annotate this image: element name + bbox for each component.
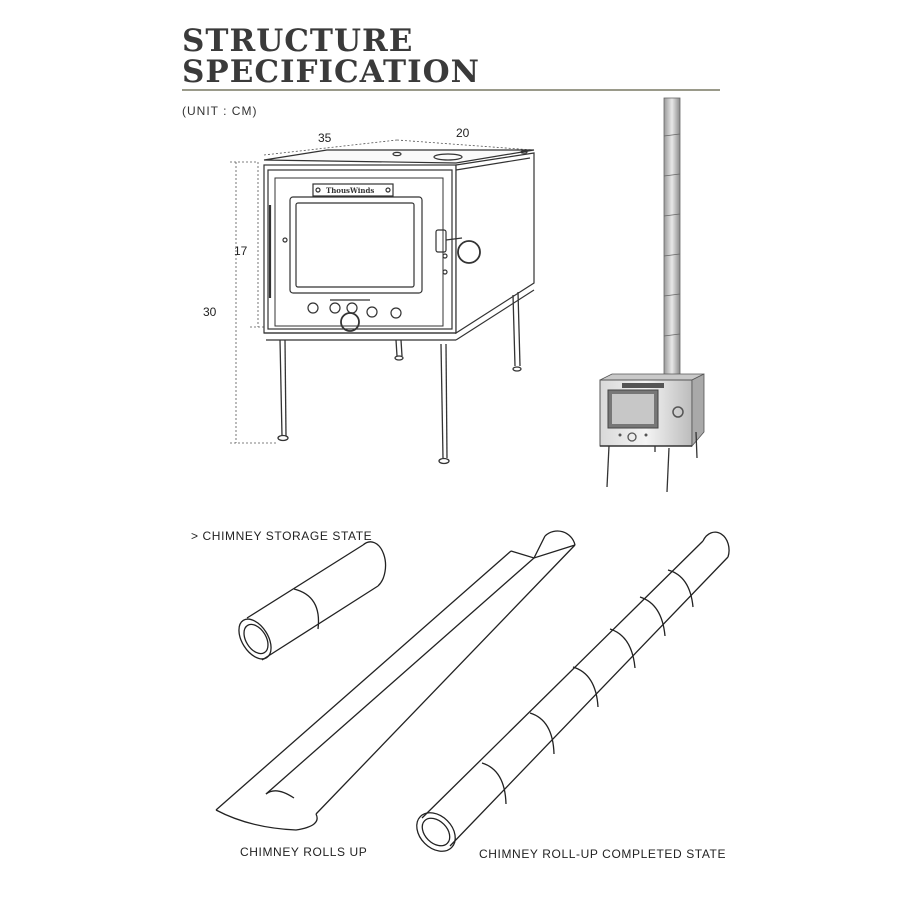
chimney-pipe	[663, 97, 681, 381]
chimney-completed-roll	[416, 531, 730, 852]
depth-dimension-label: 20	[456, 126, 470, 140]
door-handle-ring	[457, 240, 481, 264]
total-height-dimension-label: 30	[203, 305, 217, 319]
title-line-2: SPECIFICATION	[182, 54, 480, 90]
title-line-1: STRUCTURE	[182, 23, 414, 59]
stove-line-drawing: ThousWinds	[230, 139, 535, 465]
brand-plate	[312, 183, 394, 197]
caption-chimney-completed: CHIMNEY ROLL-UP COMPLETED STATE	[479, 847, 727, 861]
door-window	[289, 196, 423, 294]
stove-legs	[277, 291, 522, 465]
caption-chimney-storage: > CHIMNEY STORAGE STATE	[191, 529, 373, 543]
unit-label: (UNIT : CM)	[182, 104, 258, 118]
width-dimension-label: 35	[318, 131, 332, 145]
chimney-sheet-rolling	[215, 530, 576, 831]
stove-brand-text: ThousWinds	[326, 186, 374, 195]
stove-with-chimney-photo	[599, 97, 705, 493]
body-height-dimension-label: 17	[234, 244, 248, 258]
stove-side	[455, 152, 535, 335]
chimney-storage-roll	[238, 541, 387, 661]
ash-ring	[340, 312, 360, 332]
stove-top	[263, 149, 535, 164]
caption-chimney-rolls-up: CHIMNEY ROLLS UP	[240, 845, 368, 859]
page-title: STRUCTURE SPECIFICATION	[182, 26, 480, 88]
title-underline	[182, 89, 720, 91]
